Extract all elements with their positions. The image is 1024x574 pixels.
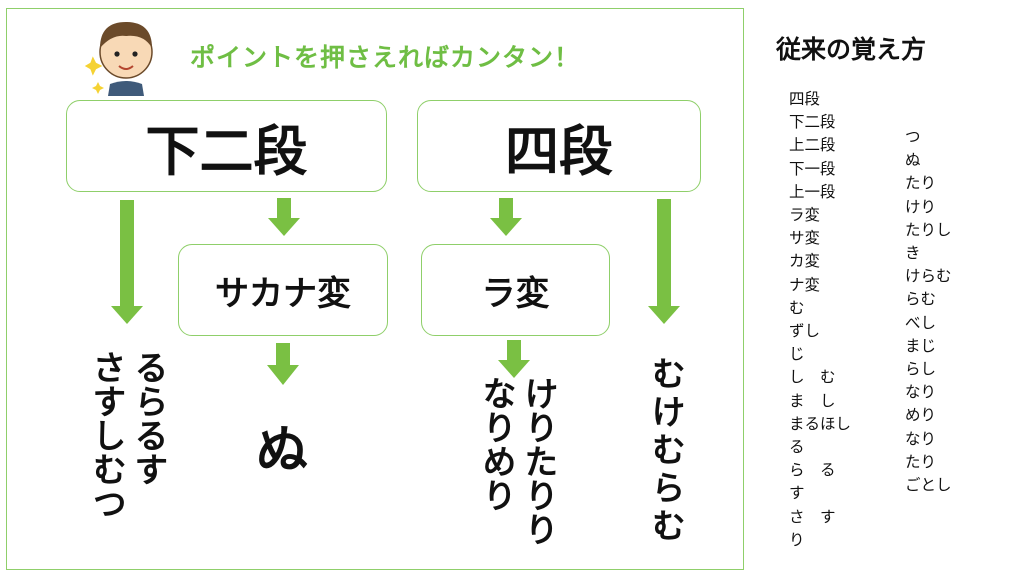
box-yodan: 四段 (417, 100, 701, 192)
boy-avatar-icon (84, 22, 153, 96)
box-ra-hen: ラ変 (421, 244, 610, 336)
sidebar-title: 従来の覚え方 (776, 35, 927, 64)
answer-ra-hen-col-1: けりたりり (518, 376, 558, 546)
box-sakana-hen: サカナ変 (178, 244, 388, 336)
answer-ra-hen-col-2: なりめり (476, 376, 516, 512)
sidebar-list-right: つ ぬ たり けり たりし き けらむ らむ べし まじ らし なり めり なり… (905, 128, 952, 495)
header-title: ポイントを押さえればカンタン！ (190, 43, 581, 72)
answer-sakana: ぬ (256, 421, 309, 481)
main-panel-frame (6, 8, 744, 570)
box-shimo-nidan: 下二段 (66, 100, 387, 192)
sidebar-list-left: 四段 下二段 上二段 下一段 上一段 ラ変 サ変 カ変 ナ変 む ずし じ し … (789, 90, 852, 549)
answer-yodan-col: むけむらむ (645, 356, 685, 546)
answer-shimo-nidan-col-2: るらるす (128, 350, 168, 486)
answer-shimo-nidan-col-1: さすしむつ (86, 350, 126, 520)
